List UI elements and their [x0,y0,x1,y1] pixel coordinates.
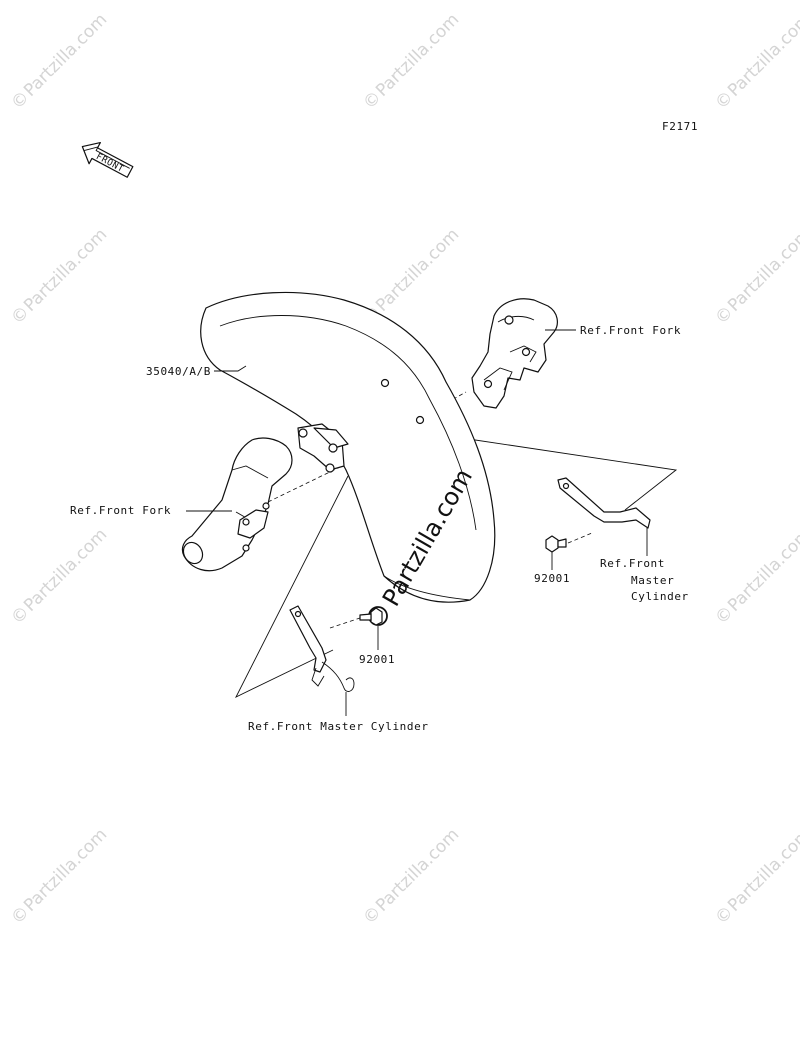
ref-master-cylinder-right-line3: Cylinder [631,590,689,603]
watermark-text: Partzilla.com [372,10,463,101]
ref-front-fork-upper-label: Ref.Front Fork [580,324,681,337]
watermark-text: Partzilla.com [20,10,111,101]
bolt-right-part-number: 92001 [534,572,570,585]
bolt-right [545,532,593,553]
front-fender [200,291,496,603]
ref-front-fork-left-label: Ref.Front Fork [70,504,171,517]
watermark: ©Partzilla.com [711,225,800,329]
watermark-text: Partzilla.com [20,525,111,616]
watermark: ©Partzilla.com [7,10,111,114]
callouts: 35040/A/B Ref.Front Fork Ref.Front Fork … [70,324,689,733]
watermark-text: Partzilla.com [20,825,111,916]
ref-master-cylinder-right-line2: Master [631,574,674,587]
watermark-text: Partzilla.com [372,825,463,916]
watermark: ©Partzilla.com [711,525,800,629]
watermark: ©Partzilla.com [7,825,111,929]
bolt-center-part-number: 92001 [359,653,395,666]
ref-master-cylinder-right-line1: Ref.Front [600,557,665,570]
watermark-text: Partzilla.com [372,225,463,316]
watermark: ©Partzilla.com [711,10,800,114]
fender-part-number: 35040/A/B [146,365,211,378]
watermark: ©Partzilla.com [7,525,111,629]
watermark: ©Partzilla.com [359,825,463,929]
ref-master-cylinder-bottom-label: Ref.Front Master Cylinder [248,720,429,733]
brake-hose-clamp-right [557,477,651,529]
figure-code: F2171 [662,120,698,133]
watermark-text: Partzilla.com [724,825,800,916]
watermark-text: Partzilla.com [724,225,800,316]
watermark-text: Partzilla.com [724,525,800,616]
front-fork-left [181,437,293,572]
watermark: ©Partzilla.com [359,10,463,114]
watermark-text: Partzilla.com [20,225,111,316]
brake-hose-clamp-bottom [289,605,355,692]
watermark-text: Partzilla.com [724,10,800,101]
front-arrow-icon: FRONT [81,141,134,178]
bolt-center [329,606,388,629]
watermark: ©Partzilla.com [711,825,800,929]
front-fork-right [471,298,558,409]
watermark: ©Partzilla.com [7,225,111,329]
